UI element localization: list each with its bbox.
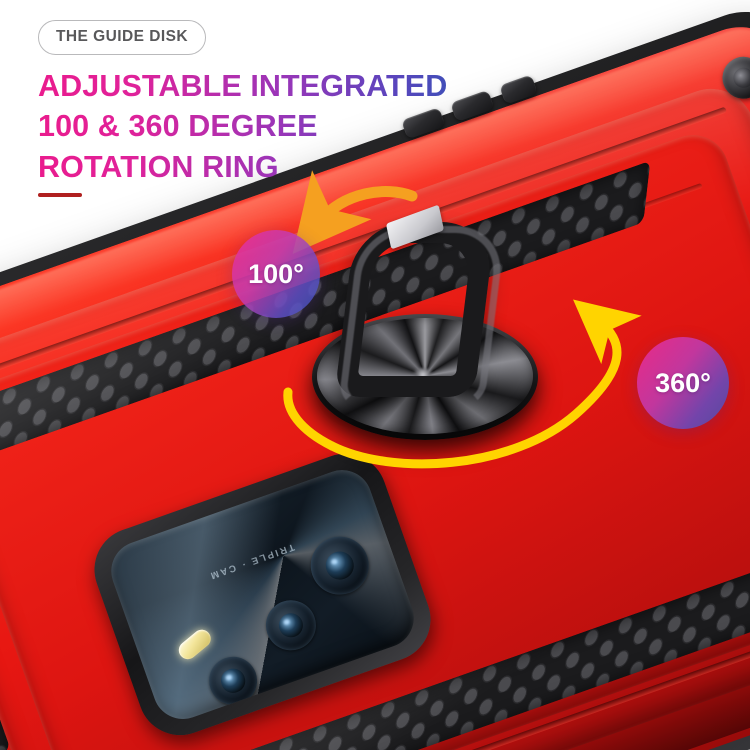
kickstand-ring[interactable]	[334, 204, 507, 407]
callout-badge-360-degree: 360°	[637, 337, 729, 429]
ring-highlight	[337, 226, 507, 407]
callout-badge-100-degree: 100°	[232, 230, 320, 318]
page-title: ADJUSTABLE INTEGRATED 100 & 360 DEGREE R…	[38, 66, 558, 187]
accent-rule	[38, 193, 82, 197]
eyebrow-badge: THE GUIDE DISK	[38, 20, 207, 55]
